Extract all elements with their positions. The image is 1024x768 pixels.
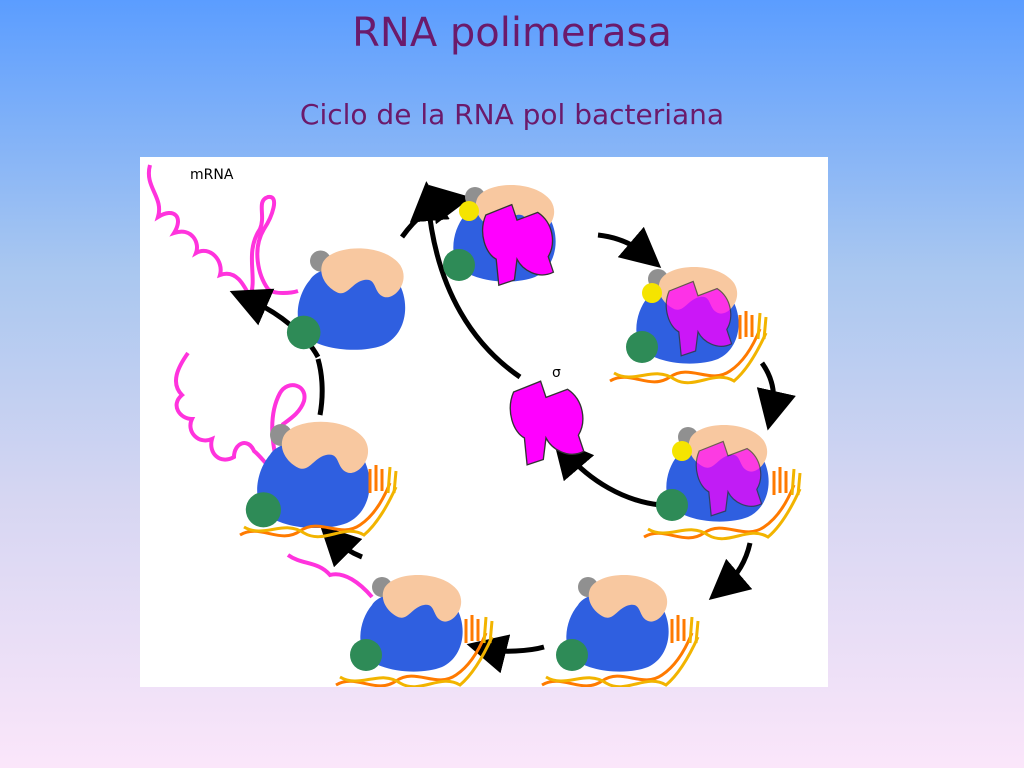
elongation-complex-stage-5 bbox=[334, 575, 494, 687]
cycle-arrow-left-up bbox=[315, 358, 325, 416]
rna-polymerase-cycle-diagram: σ mRNA bbox=[146, 164, 802, 687]
sigma-recycle-arrow bbox=[409, 181, 522, 380]
open-complex-stage-3 bbox=[642, 425, 802, 541]
slide-subtitle: Ciclo de la RNA pol bacteriana bbox=[299, 98, 725, 131]
elongation-complex-stage-4 bbox=[540, 575, 700, 687]
label-mrna: mRNA bbox=[190, 167, 234, 183]
holoenzyme-stage-1 bbox=[443, 185, 556, 286]
diagram-panel: σ mRNA bbox=[140, 157, 828, 687]
mrna-strand-bottom-left bbox=[286, 553, 374, 599]
label-sigma: σ bbox=[552, 365, 561, 381]
cycle-arrow-bottom bbox=[466, 634, 545, 674]
cycle-arrow-right bbox=[756, 361, 796, 431]
termination-complex-stage-6 bbox=[238, 421, 398, 539]
mrna-strand-left bbox=[173, 351, 307, 479]
cycle-arrow-top-right bbox=[597, 226, 662, 269]
cycle-arrow-bottom-left bbox=[319, 524, 363, 568]
sigma-release-arrow bbox=[552, 437, 661, 508]
slide-title: RNA polimerasa bbox=[352, 10, 672, 56]
sigma-factor-released bbox=[509, 380, 585, 466]
mrna-strand-top-left bbox=[146, 164, 299, 302]
closed-complex-stage-2 bbox=[608, 267, 768, 385]
cycle-arrow-bottom-right bbox=[708, 542, 753, 601]
core-enzyme-free bbox=[286, 248, 406, 350]
